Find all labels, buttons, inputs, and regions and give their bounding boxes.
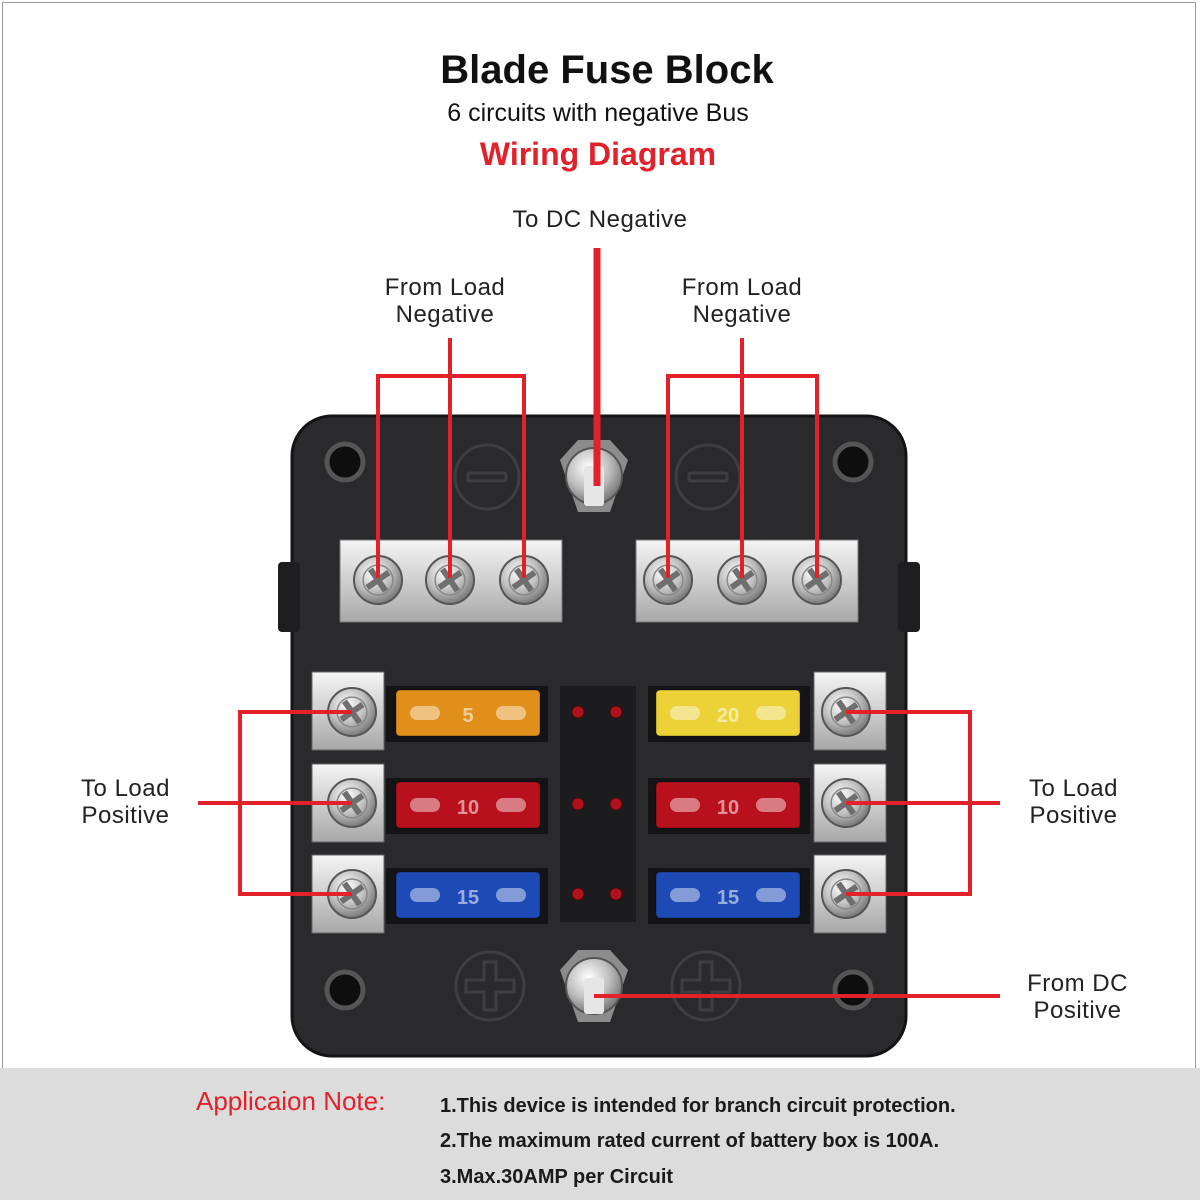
side-clip-left — [278, 562, 300, 632]
label-from-dc-positive: From DC Positive — [1000, 970, 1155, 1024]
label-line: From Load — [384, 274, 506, 301]
led-icon — [609, 797, 623, 811]
wiring-lines — [198, 248, 1000, 998]
application-note-line: 2.The maximum rated current of battery b… — [440, 1130, 940, 1152]
application-note-panel — [0, 1068, 1200, 1200]
blade-fuse-right-2: 10 — [655, 781, 801, 829]
status-leds — [571, 705, 623, 901]
terminal-screws — [327, 555, 871, 919]
application-note-title: Applicaion Note: — [196, 1086, 386, 1116]
screw-icon — [643, 555, 693, 605]
label-to-load-positive-left: To Load Positive — [48, 775, 203, 829]
wire-load-positive-left-bracket — [238, 710, 352, 896]
blade-fuses: 5 10 15 20 10 15 — [395, 689, 801, 919]
label-line: From Load — [681, 274, 803, 301]
blade-fuse-right-1: 20 — [655, 689, 801, 737]
application-note-line: 1.This device is intended for branch cir… — [440, 1095, 956, 1117]
application-note-line: 3.Max.30AMP per Circuit — [440, 1166, 674, 1188]
screw-icon — [353, 555, 403, 605]
led-icon — [609, 705, 623, 719]
label-from-load-negative-left: From Load Negative — [345, 274, 545, 328]
blade-fuse-left-1: 5 — [395, 689, 541, 737]
fuse-rating-label: 5 — [462, 705, 473, 727]
mounting-hole-icon — [324, 441, 874, 1011]
diagram-subtitle: 6 circuits with negative Bus — [447, 99, 749, 127]
label-line: From DC — [1027, 970, 1128, 997]
label-line: Positive — [1033, 997, 1122, 1024]
fuse-block-diagram: 5 10 15 20 10 15 — [198, 248, 1000, 1058]
diagram-title: Blade Fuse Block — [440, 48, 774, 92]
blade-fuse-left-3: 15 — [395, 871, 541, 919]
screw-icon — [717, 555, 767, 605]
wire-load-negative-right-bracket — [666, 374, 819, 578]
side-clip-right — [898, 562, 920, 632]
fuse-rating-label: 10 — [717, 797, 739, 819]
fuse-rating-label: 15 — [717, 887, 739, 909]
blade-fuse-left-2: 10 — [395, 781, 541, 829]
label-line: Positive — [81, 802, 170, 829]
fuse-rating-label: 20 — [717, 705, 739, 727]
wire-load-positive-right-bracket — [846, 710, 972, 896]
label-line: To Load — [1029, 775, 1118, 802]
minus-symbol-icon — [453, 443, 742, 511]
led-icon — [571, 705, 585, 719]
label-line: Positive — [1029, 802, 1118, 829]
label-line: Negative — [395, 301, 495, 328]
wiring-diagram-heading: Wiring Diagram — [479, 136, 717, 172]
label-line: To Load — [81, 775, 170, 802]
blade-fuse-right-3: 15 — [655, 871, 801, 919]
fuse-rating-label: 10 — [457, 797, 479, 819]
wire-load-negative-left-bracket — [376, 374, 526, 578]
label-from-load-negative-right: From Load Negative — [642, 274, 842, 328]
led-icon — [571, 797, 585, 811]
label-to-load-positive-right: To Load Positive — [996, 775, 1151, 829]
label-line: Negative — [692, 301, 792, 328]
led-icon — [571, 887, 585, 901]
screw-icon — [425, 555, 475, 605]
fuse-rating-label: 15 — [457, 887, 479, 909]
led-indicator-strip — [560, 686, 636, 922]
led-icon — [609, 887, 623, 901]
label-to-dc-negative: To DC Negative — [512, 206, 688, 233]
plus-symbol-icon — [454, 950, 742, 1022]
positive-stud-icon — [560, 950, 628, 1022]
